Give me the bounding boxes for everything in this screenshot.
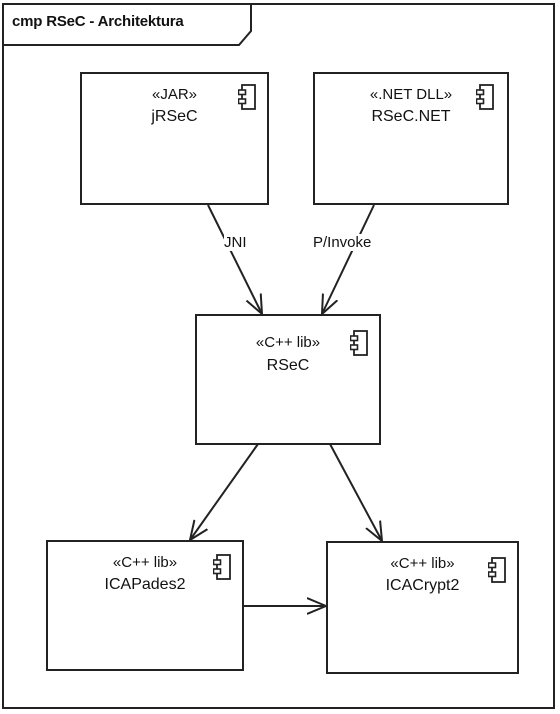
- frame-title: cmp RSeC - Architektura: [12, 13, 184, 30]
- pinvoke-label: P/Invoke: [313, 234, 372, 251]
- stereotype-label: «.NET DLL»: [369, 86, 453, 103]
- component-rsecnet[interactable]: «.NET DLL» RSeC.NET: [313, 72, 509, 205]
- component-name: jRSeC: [151, 108, 198, 125]
- component-jrsec[interactable]: «JAR» jRSeC: [80, 72, 269, 205]
- frame-tab: [4, 5, 252, 46]
- component-name: ICAPades2: [104, 576, 186, 593]
- component-icon: [350, 330, 368, 356]
- component-name: RSeC: [266, 357, 310, 374]
- jni-label: JNI: [224, 234, 247, 251]
- component-icon: [213, 554, 231, 580]
- stereotype-label: «C++ lib»: [112, 554, 178, 571]
- component-icon: [238, 84, 256, 110]
- diagram-frame: cmp RSeC - Architektura: [2, 3, 555, 709]
- stereotype-label: «C++ lib»: [390, 555, 455, 572]
- component-icon: [476, 84, 494, 110]
- component-name: RSeC.NET: [371, 108, 451, 125]
- stereotype-label: «C++ lib»: [255, 334, 321, 351]
- component-icapades2[interactable]: «C++ lib» ICAPades2: [46, 540, 244, 671]
- stereotype-label: «JAR»: [151, 86, 198, 103]
- component-rsec[interactable]: «C++ lib» RSeC: [195, 314, 381, 445]
- component-icon: [488, 557, 506, 583]
- component-icacrypt2[interactable]: «C++ lib» ICACrypt2: [326, 541, 519, 674]
- component-name: ICACrypt2: [385, 577, 460, 594]
